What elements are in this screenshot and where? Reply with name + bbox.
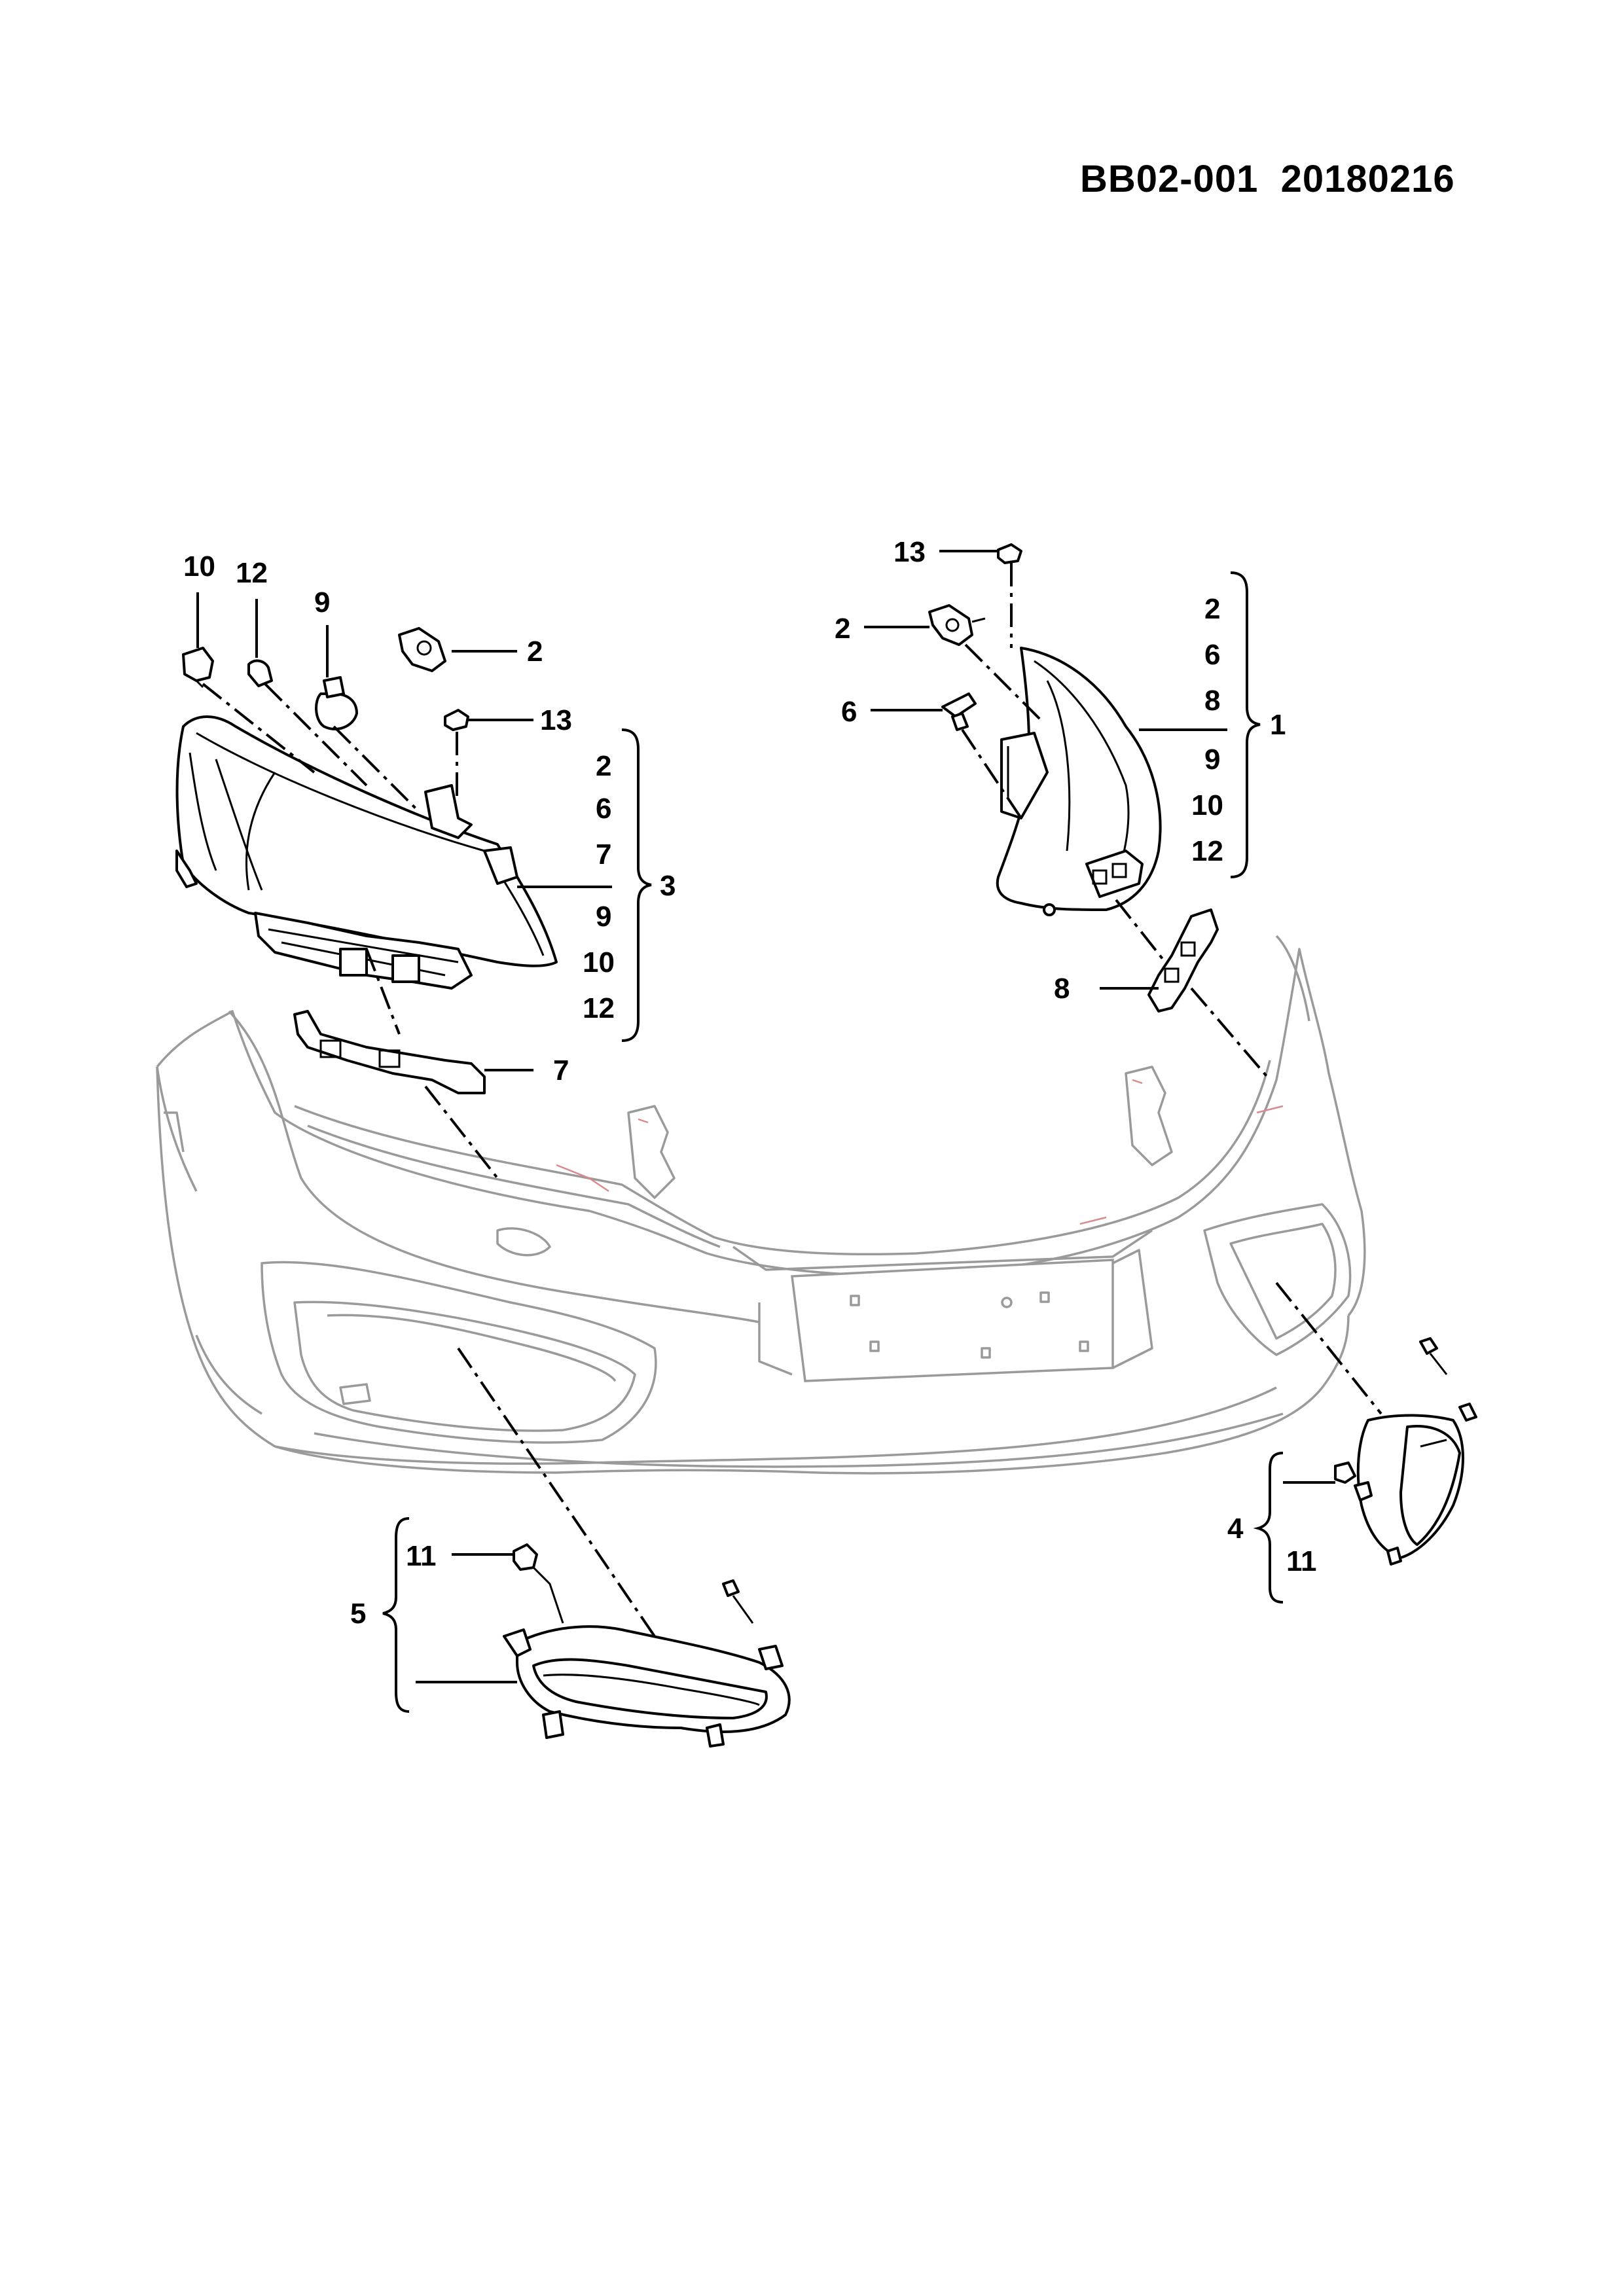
left-fog-lamp	[503, 1543, 791, 1748]
document-code-and-date: BB02-001 20180216	[1080, 157, 1455, 201]
right-group-item-6: 12	[1191, 835, 1223, 867]
left-group-item-3: 7	[596, 838, 611, 870]
left-headlamp-bracket	[293, 1010, 486, 1094]
left-group-item-1: 2	[596, 750, 611, 782]
left-headlamp-assembly	[175, 715, 558, 990]
left-fog-lamp-group-brace	[382, 1517, 410, 1713]
document-date: 20180216	[1280, 158, 1455, 200]
right-headlamp-small-parts	[928, 543, 1022, 731]
callout-right-group-1: 1	[1270, 709, 1286, 741]
right-group-item-2: 6	[1204, 639, 1220, 671]
right-headlamp-group-brace	[1230, 571, 1261, 878]
left-headlamp-small-parts	[182, 627, 469, 731]
callout-left-2: 2	[527, 636, 543, 668]
callout-left-group-3: 3	[660, 870, 676, 902]
left-headlamp-group-brace	[621, 728, 652, 1042]
document-code: BB02-001	[1080, 158, 1259, 200]
right-headlamp-callouts: 13 2 6 2 6 8 9 10 12 1 8	[835, 536, 1286, 1005]
front-bumper	[156, 935, 1366, 1475]
left-group-item-4: 9	[596, 901, 611, 933]
callout-right-2: 2	[835, 613, 850, 645]
callout-left-fog-11: 11	[406, 1540, 437, 1572]
callout-right-6: 6	[841, 696, 857, 728]
right-fog-lamp-group-brace	[1253, 1452, 1284, 1604]
right-fog-lamp	[1334, 1337, 1477, 1566]
callout-right-fog-group-4: 4	[1227, 1513, 1244, 1545]
left-group-item-2: 6	[596, 793, 611, 825]
callout-right-fog-11: 11	[1286, 1545, 1317, 1577]
callout-right-13: 13	[893, 536, 926, 568]
callout-left-12: 12	[236, 557, 268, 589]
callout-left-bracket-7: 7	[553, 1054, 569, 1086]
callout-left-9: 9	[314, 586, 330, 619]
right-group-item-4: 9	[1204, 744, 1220, 776]
bulb-socket-10	[182, 647, 214, 682]
fog-lamp-callouts: 4 11 5 11	[350, 1513, 1317, 1630]
callout-left-13: 13	[540, 704, 572, 736]
left-group-item-5: 10	[583, 946, 615, 978]
right-group-item-3: 8	[1204, 685, 1220, 717]
callout-right-bracket-8: 8	[1054, 973, 1070, 1005]
left-group-item-6: 12	[583, 992, 615, 1024]
callout-left-10: 10	[183, 550, 215, 583]
left-headlamp-callouts: 10 12 9 2 13 2 6 7 9 10 12 3 7	[183, 550, 676, 1086]
right-group-item-1: 2	[1204, 593, 1220, 625]
right-headlamp-assembly	[996, 647, 1162, 916]
callout-left-fog-group-5: 5	[350, 1598, 366, 1630]
right-headlamp-bracket	[1147, 908, 1219, 1013]
right-group-item-5: 10	[1191, 789, 1223, 821]
